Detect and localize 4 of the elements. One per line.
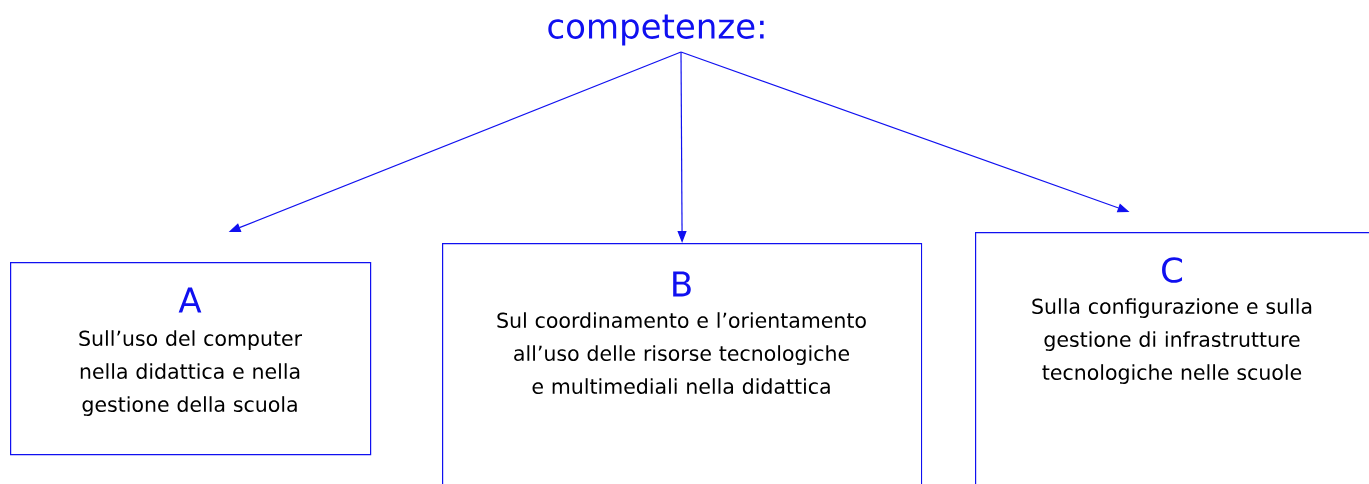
text-box: C Sulla configurazione e sulla gestione di infrastrutture tecnologiche nelle scuole — [975, 232, 1369, 484]
text-box: A Sull’uso del computer nella didattica e nella gestione della scuola — [10, 262, 372, 456]
text-box: B Sul coordinamento e l’orientamento all’uso delle risorse tecnologiche e multimediali nella didattica — [442, 243, 923, 484]
heading-text: competenze: — [548, 14, 764, 46]
